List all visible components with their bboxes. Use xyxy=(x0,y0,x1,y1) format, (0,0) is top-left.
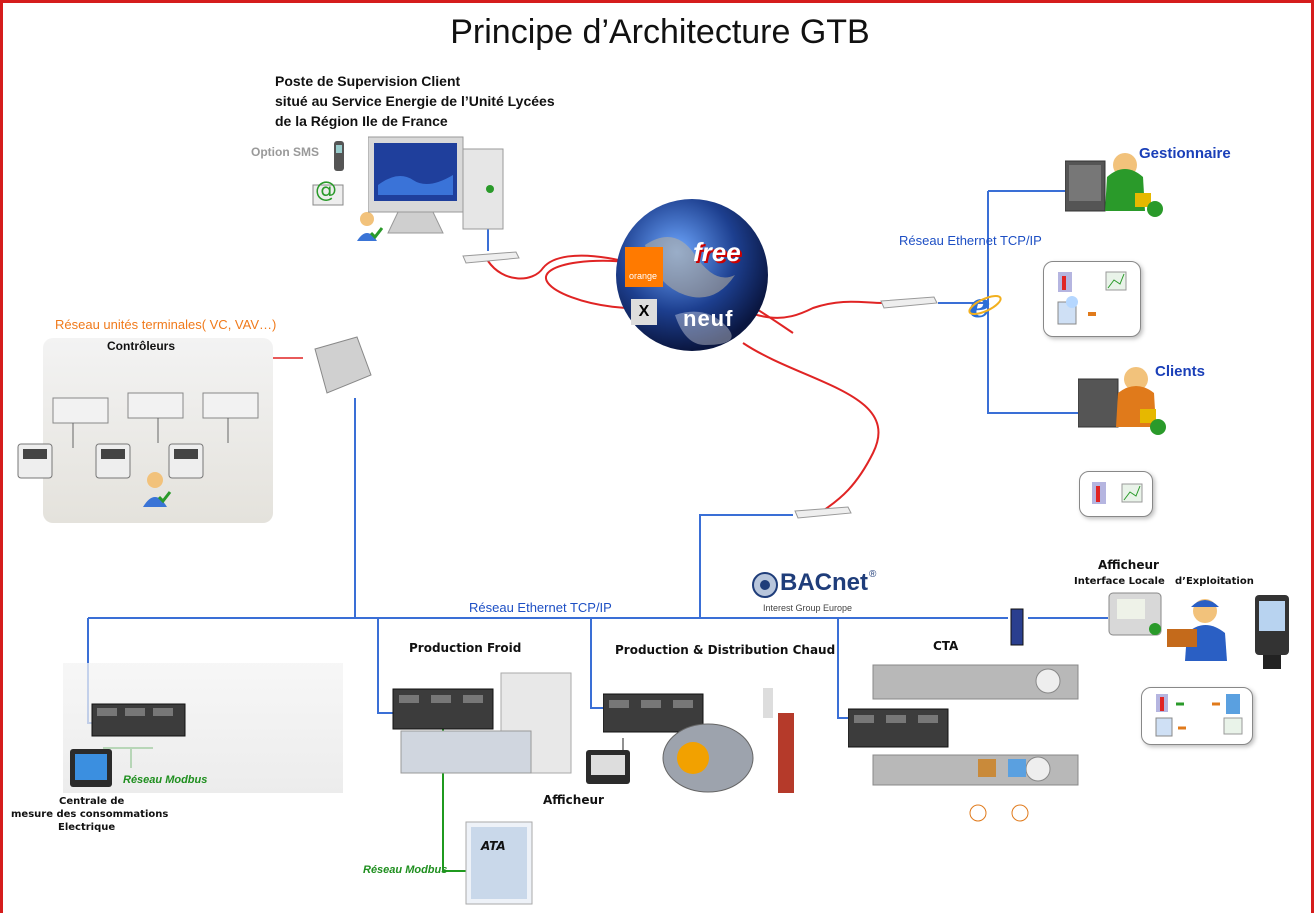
internet-link-down xyxy=(742,342,880,512)
right-ethernet xyxy=(938,190,1088,414)
email-icon: @ xyxy=(309,175,345,207)
production-chaud-label: Production & Distribution Chaud xyxy=(615,643,836,657)
router-building-icon xyxy=(793,503,853,521)
clients-label: Clients xyxy=(1155,363,1206,380)
clients-tools-bubble xyxy=(1079,471,1153,517)
interface-locale-label: Interface Locale xyxy=(1074,576,1165,587)
network-switch-icon xyxy=(1009,607,1025,647)
svg-text:e: e xyxy=(969,287,991,323)
boiler-image xyxy=(602,688,813,798)
supervision-label-2: situé au Service Energie de l’Unité Lycé… xyxy=(275,93,555,109)
x-logo: X xyxy=(631,299,657,325)
thermostat-3-icon xyxy=(168,443,204,479)
air-handling-unit-image xyxy=(847,661,1083,831)
sms-option-label: Option SMS xyxy=(251,145,319,159)
terminal-user-icon xyxy=(141,471,173,507)
supervision-computer-icon xyxy=(367,135,508,240)
pda-icon xyxy=(1253,593,1291,671)
wireless-gateway-icon xyxy=(311,335,373,397)
electric-label-2: mesure des consommations xyxy=(11,809,169,820)
bacnet-name: BACnet xyxy=(780,569,868,596)
right-ethernet-label: Réseau Ethernet TCP/IP xyxy=(899,233,1042,248)
terminal-room-image xyxy=(43,338,273,523)
energy-meter-icon xyxy=(69,748,113,788)
boiler-display-icon xyxy=(585,749,631,785)
supervision-label-3: de la Région Ile de France xyxy=(275,113,448,129)
exploitation-tools-bubble xyxy=(1141,687,1253,745)
local-display-icon xyxy=(1107,591,1163,639)
orange-logo: orange xyxy=(625,247,663,287)
electric-controller-icon xyxy=(91,700,186,740)
user-check-icon xyxy=(355,211,384,241)
bacnet-registered: ® xyxy=(869,569,877,580)
controllers-label: Contrôleurs xyxy=(107,339,176,353)
afficheur-bottom-label: Afficheur xyxy=(543,793,604,807)
gestionnaire-label: Gestionnaire xyxy=(1139,145,1231,162)
ata-cabinet-icon xyxy=(465,821,533,905)
thermostat-1-icon xyxy=(17,443,53,479)
neuf-logo: neuf xyxy=(683,306,734,331)
thermostat-2-icon xyxy=(95,443,131,479)
gestionnaire-workstation-icon xyxy=(1064,151,1170,226)
production-froid-label: Production Froid xyxy=(409,641,522,655)
gestionnaire-tools-bubble xyxy=(1043,261,1141,337)
technician-icon xyxy=(1165,593,1235,663)
router-right-icon xyxy=(879,293,939,311)
router-supervision-icon xyxy=(461,248,521,266)
free-logo: free xyxy=(693,237,741,267)
main-ethernet-label: Réseau Ethernet TCP/IP xyxy=(469,600,612,615)
svg-text:@: @ xyxy=(315,178,337,203)
bacnet-subtitle: Interest Group Europe xyxy=(763,603,853,613)
afficheur-top-label: Afficheur xyxy=(1098,558,1159,572)
modbus-ata xyxy=(442,728,468,872)
orange-logo-text: orange xyxy=(629,271,658,281)
terminal-network-label: Réseau unités terminales( VC, VAV…) xyxy=(55,317,277,332)
internet-explorer-icon: e xyxy=(967,286,1003,326)
clients-workstation-icon xyxy=(1077,361,1173,441)
ata-label: ATA xyxy=(481,839,506,853)
page-title: Principe d’Architecture GTB xyxy=(450,13,870,51)
electric-label-3: Electrique xyxy=(58,822,116,833)
phone-icon xyxy=(333,141,345,171)
ata-modbus-label: Réseau Modbus xyxy=(363,864,448,876)
bacnet-logo-icon xyxy=(751,571,779,599)
chiller-image xyxy=(391,671,576,781)
supervision-label-1: Poste de Supervision Client xyxy=(275,73,461,89)
electric-modbus-label: Réseau Modbus xyxy=(123,774,208,786)
electric-label-1: Centrale de xyxy=(59,796,125,807)
cta-label: CTA xyxy=(933,639,959,653)
exploitation-label: d’Exploitation xyxy=(1175,576,1254,587)
